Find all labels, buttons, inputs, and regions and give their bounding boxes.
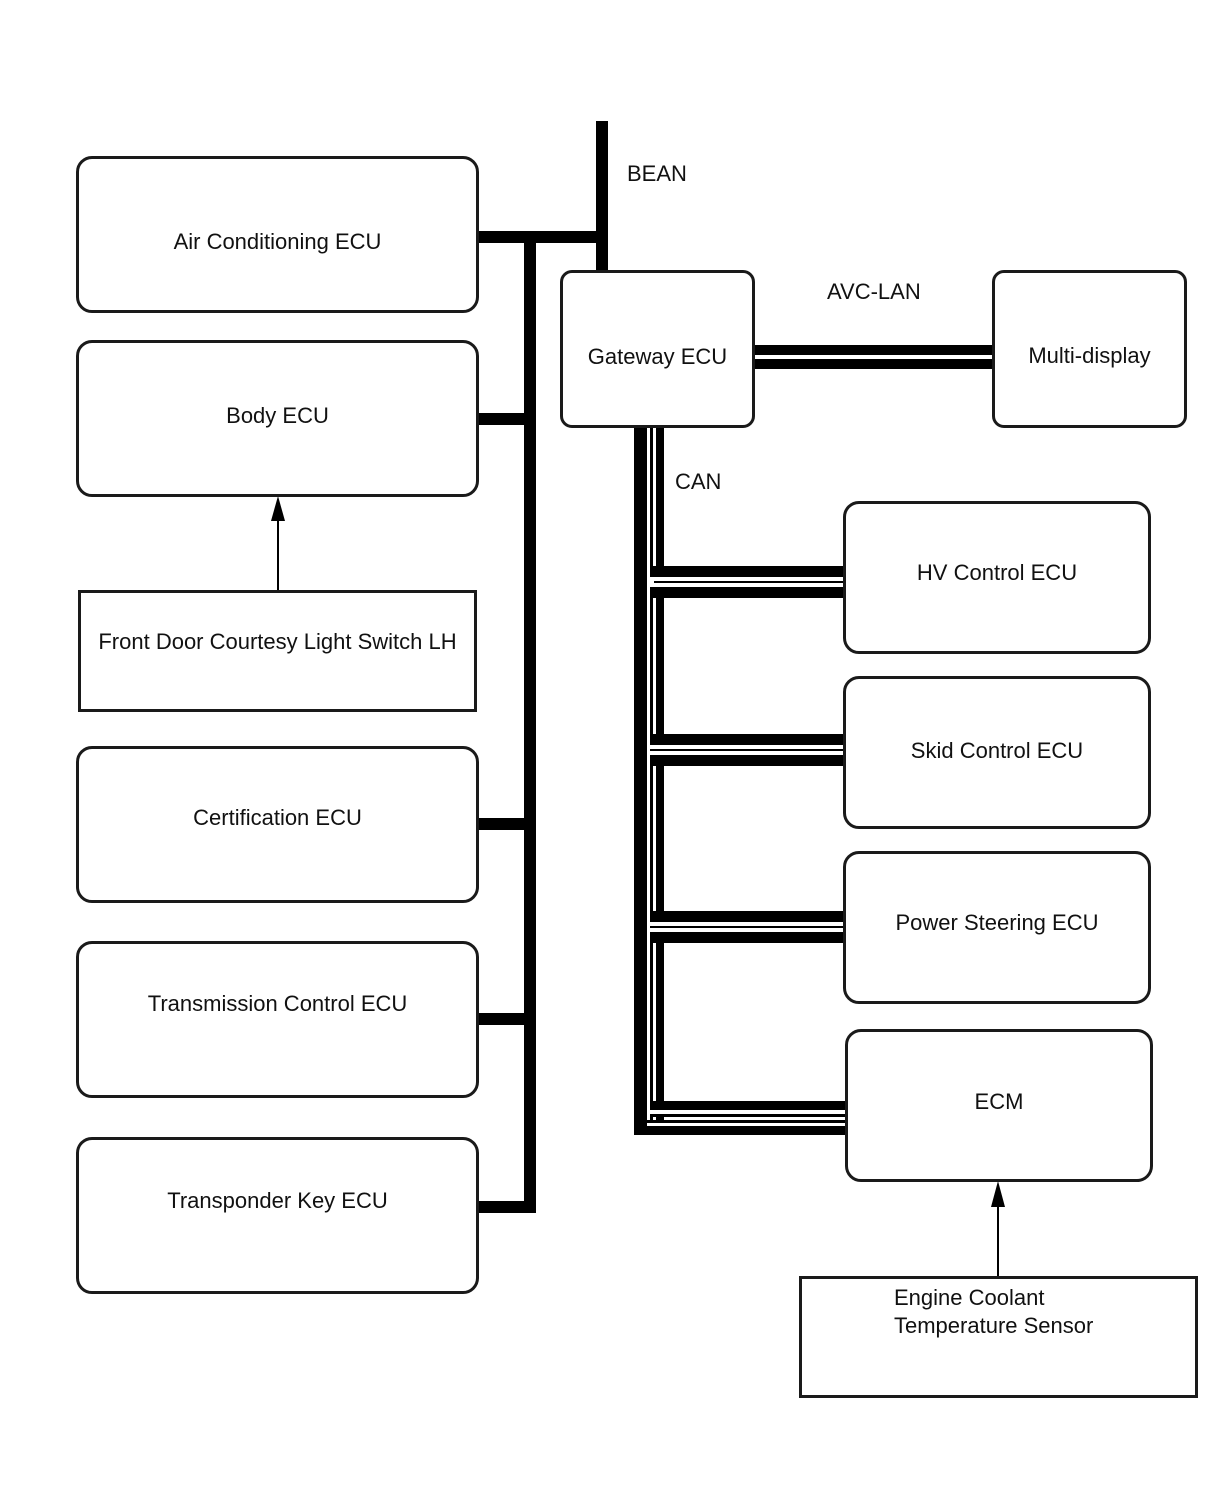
- power-steering-ecu-label: Power Steering ECU: [895, 910, 1099, 935]
- body-ecu-label: Body ECU: [226, 403, 329, 428]
- certification-ecu-box: Certification ECU: [76, 746, 479, 903]
- bean-branch-body: [477, 413, 530, 425]
- skid-control-ecu-box: Skid Control ECU: [843, 676, 1151, 829]
- transmission-ecu-label: Transmission Control ECU: [147, 991, 408, 1016]
- bean-branch-transponder: [477, 1201, 530, 1213]
- multi-display-box: Multi-display: [992, 270, 1187, 428]
- bean-branch-transmission: [477, 1013, 530, 1025]
- bean-bus-main: [524, 231, 536, 1213]
- avc-lan-label: AVC-LAN: [827, 279, 921, 304]
- front-door-switch-box: Front Door Courtesy Light Switch LH: [78, 590, 477, 712]
- can-label: CAN: [675, 469, 722, 494]
- front-door-switch-label: Front Door Courtesy Light Switch LH: [98, 629, 457, 654]
- body-ecu-box: Body ECU: [76, 340, 479, 497]
- can-bus: [634, 427, 846, 1135]
- hv-control-ecu-label: HV Control ECU: [916, 560, 1078, 585]
- transponder-key-ecu-label: Transponder Key ECU: [167, 1188, 388, 1213]
- power-steering-ecu-box: Power Steering ECU: [843, 851, 1151, 1004]
- engine-coolant-sensor-box: Engine Coolant Temperature Sensor: [799, 1276, 1198, 1398]
- ecm-label: ECM: [974, 1089, 1024, 1114]
- bean-label: BEAN: [627, 161, 687, 186]
- engine-coolant-label-line1: Engine Coolant: [894, 1285, 1045, 1310]
- avc-lan-line: [753, 345, 994, 369]
- gateway-ecu-label: Gateway ECU: [587, 344, 728, 369]
- transponder-key-ecu-box: Transponder Key ECU: [76, 1137, 479, 1294]
- certification-ecu-label: Certification ECU: [193, 805, 362, 830]
- arrow-sensor-to-ecm: [991, 1181, 1005, 1277]
- air-conditioning-ecu-box: Air Conditioning ECU: [76, 156, 479, 313]
- multi-display-label: Multi-display: [1028, 343, 1151, 368]
- bean-bus-top-stub: [596, 121, 608, 271]
- ecm-box: ECM: [845, 1029, 1153, 1182]
- air-conditioning-ecu-label: Air Conditioning ECU: [173, 229, 382, 254]
- hv-control-ecu-box: HV Control ECU: [843, 501, 1151, 654]
- arrow-switch-to-body: [271, 496, 285, 591]
- bean-bus-crossbar: [477, 231, 608, 243]
- transmission-ecu-box: Transmission Control ECU: [76, 941, 479, 1098]
- gateway-ecu-box: Gateway ECU: [560, 270, 755, 428]
- skid-control-ecu-label: Skid Control ECU: [910, 738, 1084, 763]
- bean-branch-certification: [477, 818, 530, 830]
- engine-coolant-label-line2: Temperature Sensor: [894, 1312, 1094, 1338]
